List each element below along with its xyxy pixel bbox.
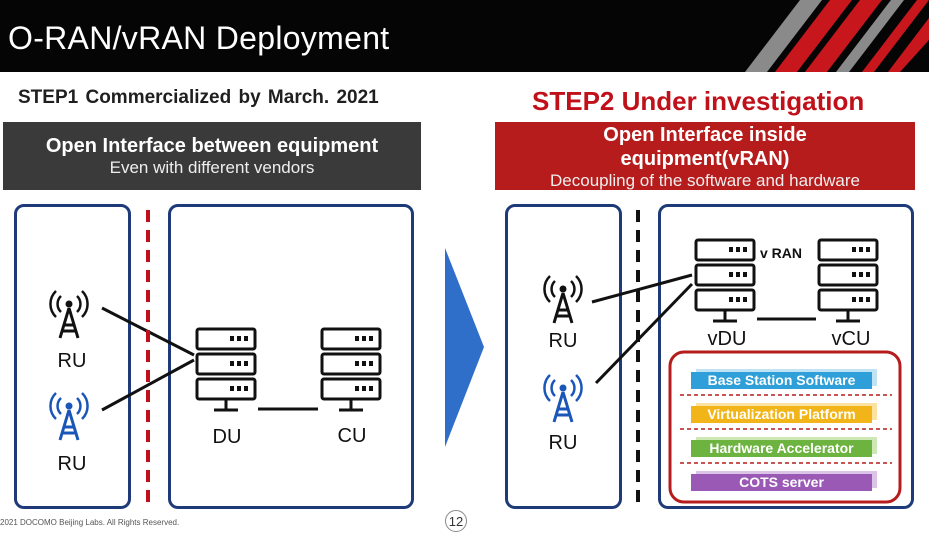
step2-ru-label-1: RU xyxy=(548,330,578,352)
page-number: 12 xyxy=(445,510,467,532)
step1-box-title: Open Interface between equipment xyxy=(45,135,379,157)
step2-ru-label-2: RU xyxy=(548,432,578,454)
header-stripes xyxy=(745,0,929,72)
vran-label: v RAN xyxy=(760,245,803,261)
layer-base-station-software: Base Station Software xyxy=(691,364,877,394)
copyright-footer: 2021 DOCOMO Beijing Labs. All Rights Res… xyxy=(0,518,180,527)
layer-virtualization-platform: Virtualization Platform xyxy=(691,398,877,428)
cu-label: CU xyxy=(337,425,367,447)
step1-ru-frame xyxy=(14,204,131,509)
step2-box-subtitle: Decoupling of the software and hardware xyxy=(550,171,860,190)
layer-label: COTS server xyxy=(691,474,872,491)
vcu-label: vCU xyxy=(831,328,871,350)
step1-ru-label-1: RU xyxy=(57,350,87,372)
layer-label: Base Station Software xyxy=(691,372,872,389)
layer-hardware-accelerator: Hardware Accelerator xyxy=(691,432,877,462)
layer-cots-server: COTS server xyxy=(691,466,877,496)
du-label: DU xyxy=(212,426,242,448)
step2-box-title-line1: Open Interface inside xyxy=(603,124,807,146)
step2-caption-box: Open Interface inside equipment(vRAN) De… xyxy=(495,122,915,190)
step1-heading: STEP1 Commercialized by March. 2021 xyxy=(18,87,379,108)
page-title: O-RAN/vRAN Deployment xyxy=(8,20,390,56)
step1-caption-box: Open Interface between equipment Even wi… xyxy=(3,122,421,190)
vdu-label: vDU xyxy=(707,328,747,350)
layer-label: Hardware Accelerator xyxy=(691,440,872,457)
step1-box-subtitle: Even with different vendors xyxy=(109,158,315,177)
layer-label: Virtualization Platform xyxy=(691,406,872,423)
header-bar: O-RAN/vRAN Deployment xyxy=(0,0,929,72)
step2-box-title-line2: equipment(vRAN) xyxy=(620,148,790,170)
step2-heading: STEP2 Under investigation xyxy=(532,86,865,116)
step1-ru-label-2: RU xyxy=(57,453,87,475)
